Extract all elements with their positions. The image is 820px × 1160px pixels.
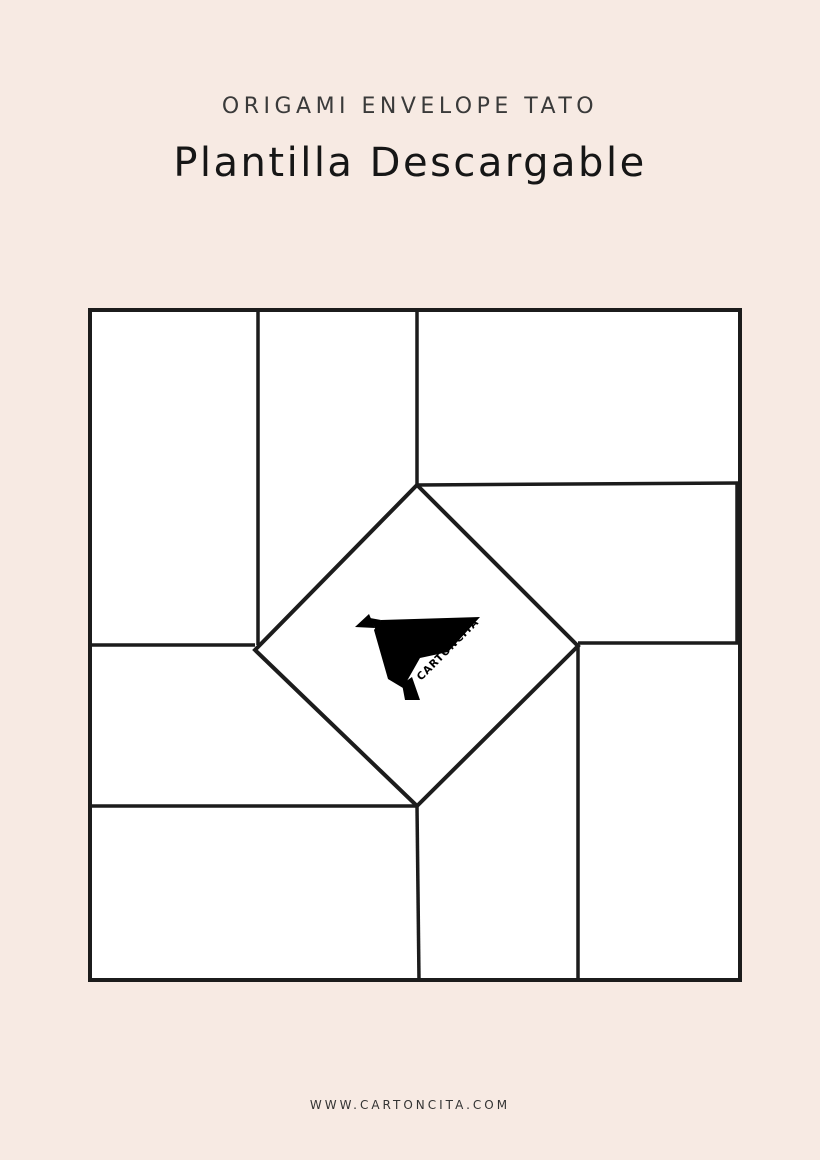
origami-bird-icon xyxy=(355,614,480,700)
template-panels xyxy=(88,308,742,982)
template-subtitle: ORIGAMI ENVELOPE TATO xyxy=(221,94,599,119)
fold-line-top-right-horizontal xyxy=(416,481,741,487)
website-footer: WWW.CARTONCITA.COM xyxy=(309,1098,511,1112)
page-title: Plantilla Descargable xyxy=(173,140,647,186)
fold-line-bottom-center-vertical xyxy=(415,805,421,981)
